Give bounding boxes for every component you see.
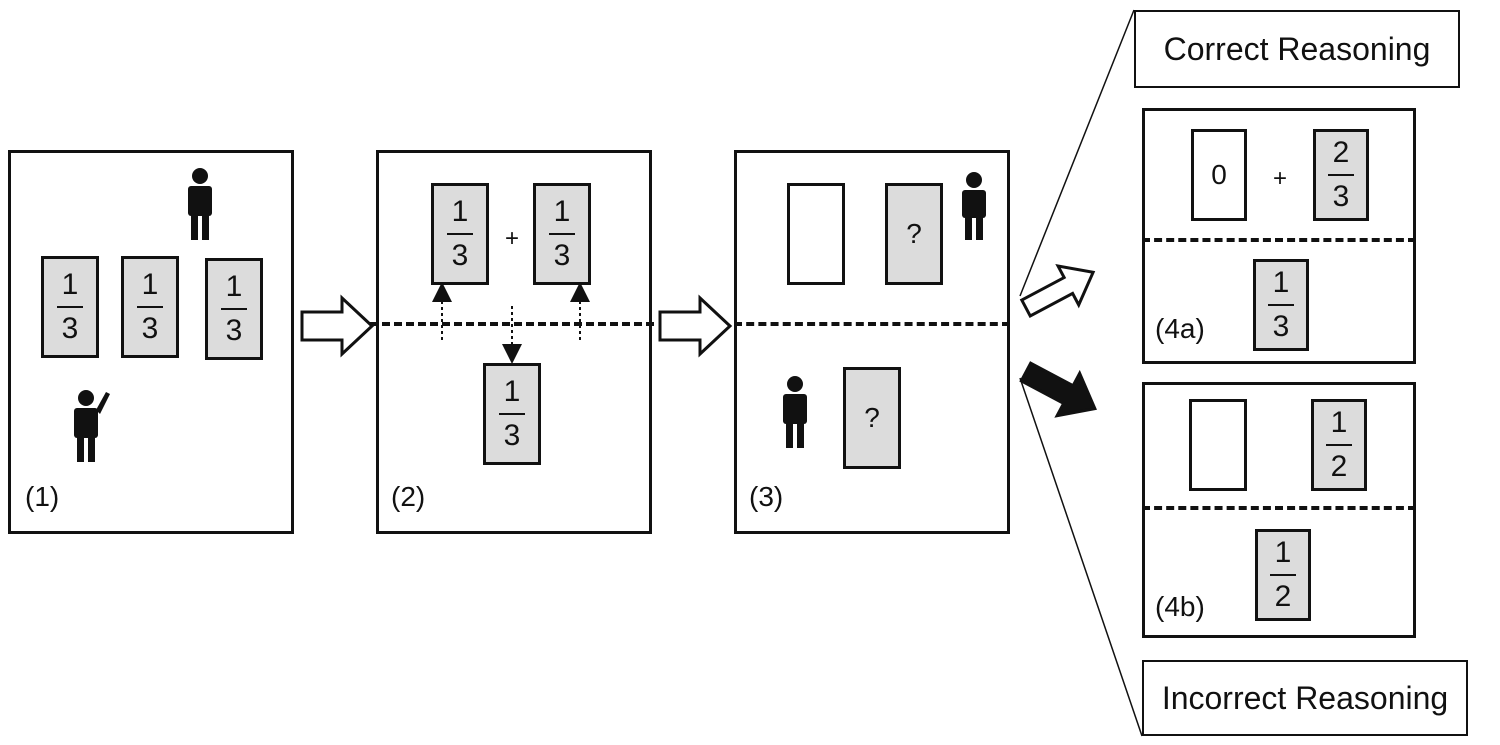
person-raising-hand-icon xyxy=(74,390,110,462)
numerator: 1 xyxy=(61,268,79,301)
numerator: 1 xyxy=(1272,266,1290,299)
denominator: 3 xyxy=(1332,180,1350,213)
person-icon xyxy=(962,172,986,240)
question-mark: ? xyxy=(864,402,880,433)
next-step-arrow xyxy=(300,294,375,358)
incorrect-reasoning-title: Incorrect Reasoning xyxy=(1142,660,1468,736)
numerator: 1 xyxy=(503,375,521,408)
denominator: 3 xyxy=(225,314,243,347)
empty-card: 0 xyxy=(1191,129,1247,221)
numerator: 1 xyxy=(553,195,571,228)
denominator: 2 xyxy=(1274,580,1292,613)
numerator: 1 xyxy=(1274,536,1292,569)
plus-sign: + xyxy=(505,225,520,252)
connector-line xyxy=(1019,9,1135,297)
denominator: 3 xyxy=(553,239,571,272)
person-icon xyxy=(188,168,212,240)
hidden-card: ? xyxy=(885,183,943,285)
question-mark: ? xyxy=(906,218,922,249)
denominator: 3 xyxy=(141,312,159,345)
connector-line xyxy=(1019,377,1143,737)
numerator: 2 xyxy=(1332,136,1350,169)
dashed-divider xyxy=(1142,506,1416,510)
empty-card xyxy=(1189,399,1247,491)
empty-card xyxy=(787,183,845,285)
denominator: 2 xyxy=(1330,450,1348,483)
numerator: 1 xyxy=(141,268,159,301)
correct-path-arrow xyxy=(1019,264,1096,318)
plus-sign: + xyxy=(1273,165,1288,192)
denominator: 3 xyxy=(1272,310,1290,343)
denominator: 3 xyxy=(61,312,79,345)
dashed-divider xyxy=(734,322,1010,326)
person-icon xyxy=(783,376,807,448)
dashed-divider xyxy=(1142,238,1416,242)
hidden-card: ? xyxy=(843,367,901,469)
next-step-arrow xyxy=(658,294,733,358)
panel-label: (3) xyxy=(749,481,784,512)
panel-label: (4b) xyxy=(1155,591,1205,622)
correct-reasoning-title: Correct Reasoning xyxy=(1134,10,1460,88)
panel-label: (2) xyxy=(391,481,426,512)
panel-label: (4a) xyxy=(1155,313,1205,344)
panel-label: (1) xyxy=(25,481,60,512)
incorrect-path-arrow xyxy=(1019,361,1097,418)
numerator: 1 xyxy=(1330,406,1348,439)
zero-value: 0 xyxy=(1211,159,1227,190)
numerator: 1 xyxy=(225,270,243,303)
denominator: 3 xyxy=(503,419,521,452)
numerator: 1 xyxy=(451,195,469,228)
denominator: 3 xyxy=(451,239,469,272)
